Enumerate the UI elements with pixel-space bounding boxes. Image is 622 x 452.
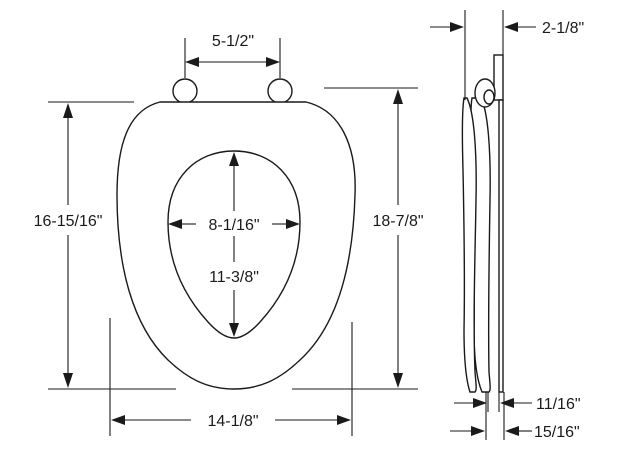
- hinge-spacing-label: 5-1/2": [212, 33, 254, 50]
- left-hinge-post: [172, 78, 198, 104]
- seat-profile: [461, 97, 477, 393]
- opening-length-label: 11-3/8": [209, 269, 259, 286]
- seat-length-label: 16-15/16": [34, 213, 103, 230]
- opening-width-label: 8-1/16": [208, 217, 259, 234]
- seat-thickness-label: 15/16": [534, 424, 580, 441]
- front-view: 5-1/2" 16-15/16" 18-7/8" 8-1/16" 11-3/8": [34, 30, 424, 436]
- overall-length-label: 18-7/8": [372, 213, 423, 230]
- hinge-depth-label: 2-1/8": [542, 20, 584, 37]
- lid-thickness-label: 11/16": [536, 396, 581, 413]
- right-hinge-post: [267, 78, 293, 104]
- rear-plate: [498, 99, 504, 393]
- seat-width-label: 14-1/8": [207, 413, 258, 430]
- side-view: 2-1/8" 11/16" 15/16": [430, 10, 584, 441]
